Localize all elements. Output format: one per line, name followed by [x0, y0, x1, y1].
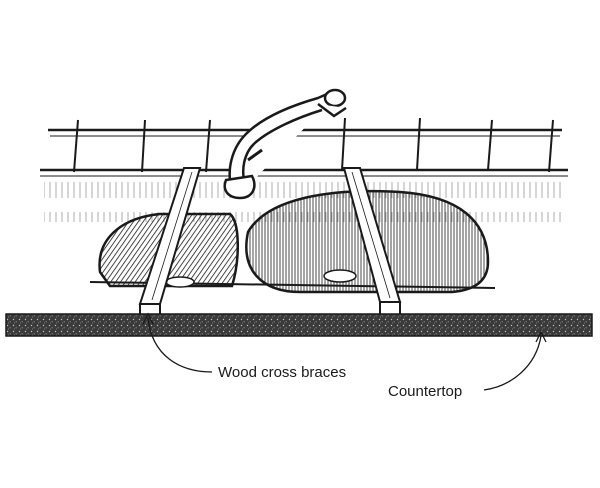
countertop-leader-line [483, 335, 542, 391]
braces-callout: Wood cross braces [142, 312, 346, 381]
braces-leader-line [147, 317, 213, 373]
braces-arrow-icon [142, 312, 154, 325]
wood-brace-right [342, 167, 402, 319]
faucet [223, 88, 347, 200]
braces-label: Wood cross braces [218, 364, 346, 381]
countertop-callout: Countertop [388, 330, 547, 400]
countertop-arrow-icon [535, 330, 547, 343]
countertop-slab [5, 313, 593, 337]
countertop-label: Countertop [388, 383, 462, 400]
